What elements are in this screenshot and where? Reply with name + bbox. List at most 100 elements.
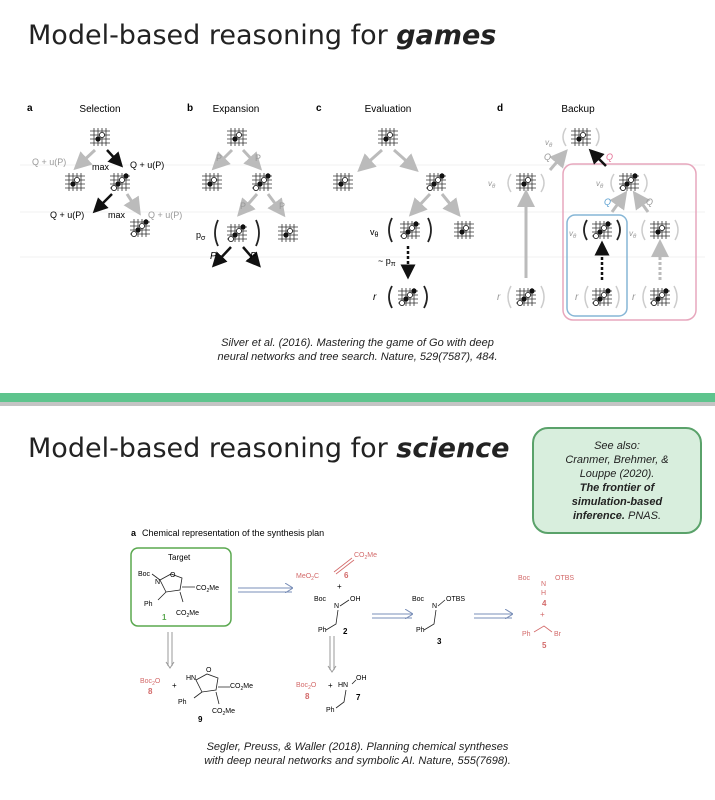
- c7-hn: HN: [338, 682, 348, 689]
- target-o: O: [170, 572, 176, 579]
- label-v-theta-d3: vθ: [596, 179, 604, 190]
- compound-number-8b: 8: [305, 692, 310, 701]
- compound-number-5: 5: [542, 641, 547, 650]
- see-also-line3: Louppe (2020).: [579, 468, 655, 480]
- plus-1: +: [337, 582, 342, 591]
- reagent-meo2c: MeO2C: [296, 573, 319, 582]
- panel-title-evaluation: Evaluation: [365, 104, 412, 115]
- c5-br: Br: [554, 631, 562, 638]
- slide-divider-shadow: [0, 402, 715, 406]
- label-r-d3: r: [632, 292, 636, 303]
- target-co2me-2: CO2Me: [176, 610, 199, 619]
- citation-silver-line2: neural networks and tree search. Nature,…: [217, 351, 498, 363]
- compound-number-7: 7: [356, 693, 361, 702]
- mcts-figure: a Selection b Expansion c Evaluation d B…: [20, 103, 705, 321]
- target-label: Target: [168, 553, 191, 562]
- c3-boc: Boc: [412, 596, 425, 603]
- label-p-3: P: [240, 201, 246, 211]
- citation-segler-line2: with deep neural networks and symbolic A…: [204, 755, 511, 767]
- label-q-d3: Q: [604, 197, 611, 207]
- c2-oh: OH: [350, 596, 361, 603]
- see-also-box: See also: Cranmer, Brehmer, & Louppe (20…: [532, 427, 702, 534]
- c7-oh: OH: [356, 675, 367, 682]
- c2-ph: Ph: [318, 627, 327, 634]
- label-max-2: max: [108, 210, 126, 220]
- label-p-2: P: [255, 153, 261, 163]
- reagent-co2me: CO2Me: [354, 552, 377, 561]
- citation-silver: Silver et al. (2016). Mastering the game…: [0, 336, 715, 364]
- compound-number-8a: 8: [148, 687, 153, 696]
- label-max-1: max: [92, 162, 110, 172]
- c4-otbs: OTBS: [555, 575, 574, 582]
- title-prefix-2: Model-based reasoning for: [28, 433, 397, 464]
- label-v-theta-d1: vθ: [545, 138, 553, 149]
- label-v-theta-d4: vθ: [569, 229, 577, 240]
- plus-3: +: [172, 681, 177, 690]
- c4-n: N: [541, 581, 546, 588]
- panel-title-selection: Selection: [79, 104, 120, 115]
- label-q-d2: Q: [606, 152, 613, 162]
- see-also-line4: The frontier of: [579, 482, 655, 494]
- label-r-c: r: [373, 292, 377, 303]
- panel-title-expansion: Expansion: [213, 104, 260, 115]
- slide-title-science: Model-based reasoning for science: [28, 433, 509, 464]
- evaluation-tree: vθ ~ pπ r: [331, 126, 476, 309]
- label-p-5: P: [210, 251, 217, 262]
- label-r-d2: r: [575, 292, 579, 303]
- c5-ph: Ph: [522, 631, 531, 638]
- c2-boc: Boc: [314, 596, 327, 603]
- label-v-theta-c: vθ: [370, 227, 379, 239]
- slide-divider: [0, 393, 715, 402]
- panel-letter-a: a: [27, 103, 33, 114]
- see-also-journal: PNAS.: [624, 510, 662, 522]
- see-also-line5: simulation-based: [571, 496, 663, 508]
- label-q-u-3: Q + u(P): [50, 210, 84, 220]
- see-also-line2: Cranmer, Brehmer, &: [565, 454, 669, 466]
- see-also-line6: inference. PNAS.: [534, 509, 700, 523]
- see-also-line1: See also:: [594, 440, 640, 452]
- slide-title-games: Model-based reasoning for games: [28, 20, 496, 51]
- compound-number-4: 4: [542, 599, 547, 608]
- expansion-tree: P P P P pσ P P: [196, 126, 300, 268]
- label-q-u-1: Q + u(P): [32, 157, 66, 167]
- title-emphasis-2: science: [396, 433, 510, 464]
- plus-4: +: [328, 681, 333, 690]
- label-p-sigma: pσ: [196, 230, 206, 242]
- c2-n: N: [334, 603, 339, 610]
- b2-boc2o: Boc2O: [296, 682, 317, 691]
- label-q-d1: Q: [544, 152, 551, 162]
- label-q-d4: Q: [646, 197, 653, 207]
- c3-otbs: OTBS: [446, 596, 465, 603]
- label-v-theta-d2: vθ: [488, 179, 496, 190]
- compound-number-9: 9: [198, 715, 203, 724]
- label-p-pi: ~ pπ: [378, 256, 396, 268]
- title-prefix: Model-based reasoning for: [28, 20, 397, 51]
- label-r-d1: r: [497, 292, 501, 303]
- compound-number-1: 1: [162, 613, 167, 622]
- c4-boc: Boc: [518, 575, 531, 582]
- target-box: [130, 547, 232, 627]
- c9-o: O: [206, 667, 212, 674]
- label-q-u-4: Q + u(P): [148, 210, 182, 220]
- c7-ph: Ph: [326, 707, 335, 714]
- plus-2: +: [540, 610, 545, 619]
- label-v-theta-d5: vθ: [629, 229, 637, 240]
- citation-segler: Segler, Preuss, & Waller (2018). Plannin…: [0, 740, 715, 768]
- title-emphasis: games: [396, 20, 497, 51]
- synthesis-panel-title: Chemical representation of the synthesis…: [142, 528, 324, 538]
- synthesis-panel-letter: a: [131, 528, 137, 538]
- label-p-6: P: [250, 251, 257, 262]
- target-ph: Ph: [144, 601, 153, 608]
- c3-ph: Ph: [416, 627, 425, 634]
- compound-number-3: 3: [437, 637, 442, 646]
- synthesis-figure: a Chemical representation of the synthes…: [130, 528, 574, 724]
- c3-n: N: [432, 603, 437, 610]
- c4-h: H: [541, 590, 546, 597]
- panel-title-backup: Backup: [561, 104, 595, 115]
- c9-ph: Ph: [178, 699, 187, 706]
- c9-co2me-2: CO2Me: [212, 708, 235, 717]
- backup-tree: vθ Q Q vθ vθ Q Q vθ vθ r r r: [488, 126, 697, 321]
- citation-segler-line1: Segler, Preuss, & Waller (2018). Plannin…: [206, 741, 509, 753]
- target-co2me-1: CO2Me: [196, 585, 219, 594]
- compound-number-6: 6: [344, 571, 349, 580]
